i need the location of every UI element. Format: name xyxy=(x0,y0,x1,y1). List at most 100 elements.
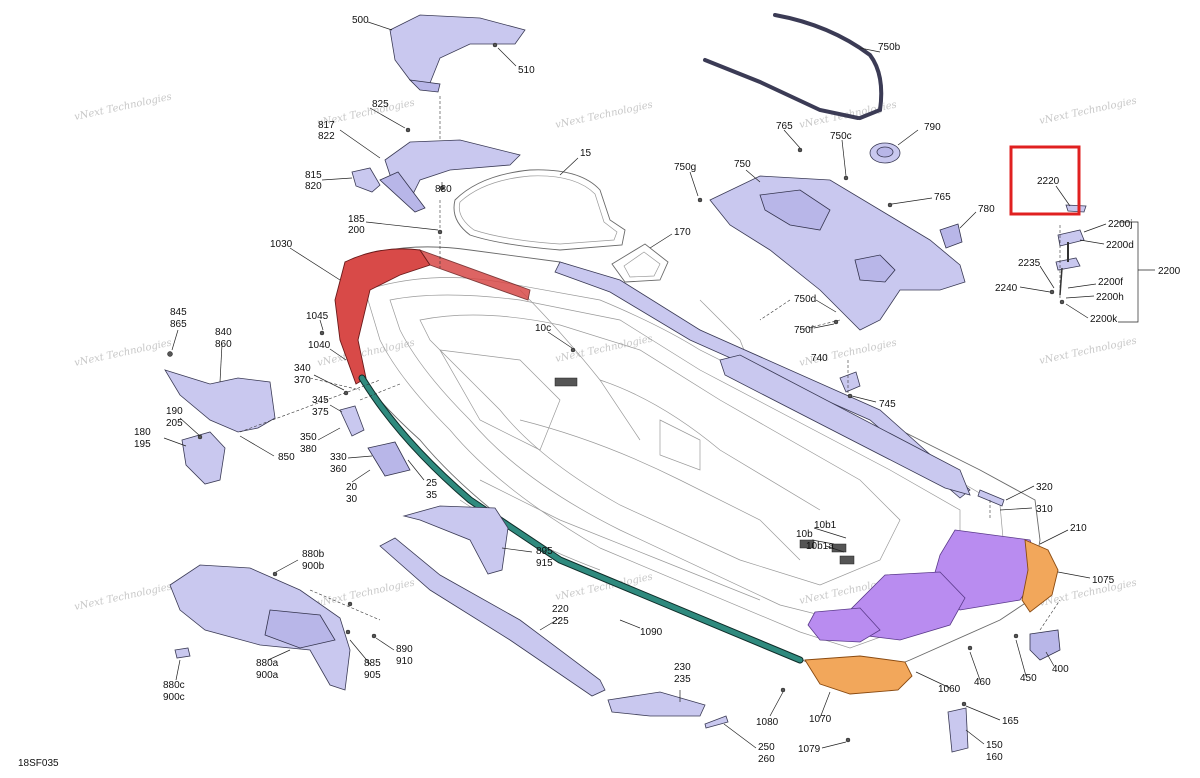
label-825[interactable]: 825 xyxy=(372,99,389,110)
part-15-gasket[interactable] xyxy=(453,169,626,251)
label-1060[interactable]: 1060 xyxy=(938,684,961,695)
label-1045[interactable]: 1045 xyxy=(306,311,329,322)
label-860[interactable]: 860 xyxy=(215,339,232,350)
label-360[interactable]: 360 xyxy=(330,464,347,475)
label-910[interactable]: 910 xyxy=(396,656,413,667)
label-1090[interactable]: 1090 xyxy=(640,627,663,638)
label-345[interactable]: 345 xyxy=(312,395,329,406)
label-35[interactable]: 35 xyxy=(426,490,438,501)
part-320-clip[interactable] xyxy=(977,489,1005,507)
label-745[interactable]: 745 xyxy=(879,399,896,410)
label-750f[interactable]: 750f xyxy=(794,325,814,336)
label-1075[interactable]: 1075 xyxy=(1092,575,1115,586)
label-460[interactable]: 460 xyxy=(974,677,991,688)
label-1070[interactable]: 1070 xyxy=(809,714,832,725)
label-350[interactable]: 350 xyxy=(300,432,317,443)
part-2200-assembly[interactable] xyxy=(1049,229,1085,305)
label-830[interactable]: 830 xyxy=(435,184,452,195)
label-1030[interactable]: 1030 xyxy=(270,239,293,250)
label-260[interactable]: 260 xyxy=(758,754,775,765)
part-790-cap[interactable] xyxy=(869,142,901,164)
label-895[interactable]: 895 xyxy=(536,546,553,557)
label-900b[interactable]: 900b xyxy=(302,561,325,572)
part-750-storage-tray[interactable] xyxy=(709,175,966,331)
part-330-bracket[interactable] xyxy=(367,441,411,477)
part-740-bracket[interactable] xyxy=(839,371,861,393)
label-190[interactable]: 190 xyxy=(166,406,183,417)
label-2200k[interactable]: 2200k xyxy=(1090,314,1118,325)
part-880a-side-panel[interactable] xyxy=(169,564,351,691)
part-220-rail[interactable] xyxy=(379,537,606,697)
label-905[interactable]: 905 xyxy=(364,670,381,681)
label-815[interactable]: 815 xyxy=(305,170,322,181)
label-30[interactable]: 30 xyxy=(346,494,358,505)
label-400[interactable]: 400 xyxy=(1052,664,1069,675)
label-15[interactable]: 15 xyxy=(580,148,592,159)
label-170[interactable]: 170 xyxy=(674,227,691,238)
label-740[interactable]: 740 xyxy=(811,353,828,364)
label-750d[interactable]: 750d xyxy=(794,294,816,305)
label-915[interactable]: 915 xyxy=(536,558,553,569)
label-765b[interactable]: 765 xyxy=(934,192,951,203)
label-2235[interactable]: 2235 xyxy=(1018,258,1041,269)
label-780[interactable]: 780 xyxy=(978,204,995,215)
part-250-strip[interactable] xyxy=(704,715,729,729)
label-885[interactable]: 885 xyxy=(364,658,381,669)
label-510[interactable]: 510 xyxy=(518,65,535,76)
label-2240[interactable]: 2240 xyxy=(995,283,1018,294)
part-170-gasket-plate[interactable] xyxy=(611,243,669,283)
label-330[interactable]: 330 xyxy=(330,452,347,463)
label-210[interactable]: 210 xyxy=(1070,523,1087,534)
part-825-upper-cowl[interactable] xyxy=(379,139,521,213)
label-205[interactable]: 205 xyxy=(166,418,183,429)
label-185[interactable]: 185 xyxy=(348,214,365,225)
label-10b1[interactable]: 10b1 xyxy=(814,520,837,531)
label-200[interactable]: 200 xyxy=(348,225,365,236)
label-750b[interactable]: 750b xyxy=(878,42,901,53)
label-765a[interactable]: 765 xyxy=(776,121,793,132)
label-822[interactable]: 822 xyxy=(318,131,335,142)
label-2200[interactable]: 2200 xyxy=(1158,266,1181,277)
label-750[interactable]: 750 xyxy=(734,159,751,170)
label-380[interactable]: 380 xyxy=(300,444,317,455)
label-2220[interactable]: 2220 xyxy=(1037,176,1060,187)
label-1080[interactable]: 1080 xyxy=(756,717,779,728)
label-340[interactable]: 340 xyxy=(294,363,311,374)
part-150-plate[interactable] xyxy=(947,707,969,753)
label-25[interactable]: 25 xyxy=(426,478,438,489)
label-817[interactable]: 817 xyxy=(318,120,335,131)
label-370[interactable]: 370 xyxy=(294,375,311,386)
part-2220-strap[interactable] xyxy=(1065,204,1087,213)
part-780-latch[interactable] xyxy=(939,223,963,249)
part-500-front-cover[interactable] xyxy=(389,14,526,93)
label-230[interactable]: 230 xyxy=(674,662,691,673)
label-890[interactable]: 890 xyxy=(396,644,413,655)
label-750c[interactable]: 750c xyxy=(830,131,852,142)
label-320[interactable]: 320 xyxy=(1036,482,1053,493)
part-880c-clip[interactable] xyxy=(174,647,191,659)
label-10c[interactable]: 10c xyxy=(535,323,551,334)
part-400-bracket[interactable] xyxy=(1029,629,1061,661)
label-225[interactable]: 225 xyxy=(552,616,569,627)
label-2200f[interactable]: 2200f xyxy=(1098,277,1123,288)
label-20[interactable]: 20 xyxy=(346,482,358,493)
label-1040[interactable]: 1040 xyxy=(308,340,331,351)
label-180[interactable]: 180 xyxy=(134,427,151,438)
label-900c[interactable]: 900c xyxy=(163,692,185,703)
label-10b[interactable]: 10b xyxy=(796,529,813,540)
label-2200h[interactable]: 2200h xyxy=(1096,292,1124,303)
label-165[interactable]: 165 xyxy=(1002,716,1019,727)
label-845[interactable]: 845 xyxy=(170,307,187,318)
label-500[interactable]: 500 xyxy=(352,15,369,26)
label-790[interactable]: 790 xyxy=(924,122,941,133)
label-900a[interactable]: 900a xyxy=(256,670,279,681)
label-865[interactable]: 865 xyxy=(170,319,187,330)
label-880c[interactable]: 880c xyxy=(163,680,185,691)
part-180-vent[interactable] xyxy=(181,431,226,485)
label-1079[interactable]: 1079 xyxy=(798,744,821,755)
part-750b-seal[interactable] xyxy=(703,13,884,120)
label-2200j[interactable]: 2200j xyxy=(1108,219,1132,230)
part-840-side-panel[interactable] xyxy=(164,369,276,433)
label-880a[interactable]: 880a xyxy=(256,658,279,669)
label-750g[interactable]: 750g xyxy=(674,162,696,173)
